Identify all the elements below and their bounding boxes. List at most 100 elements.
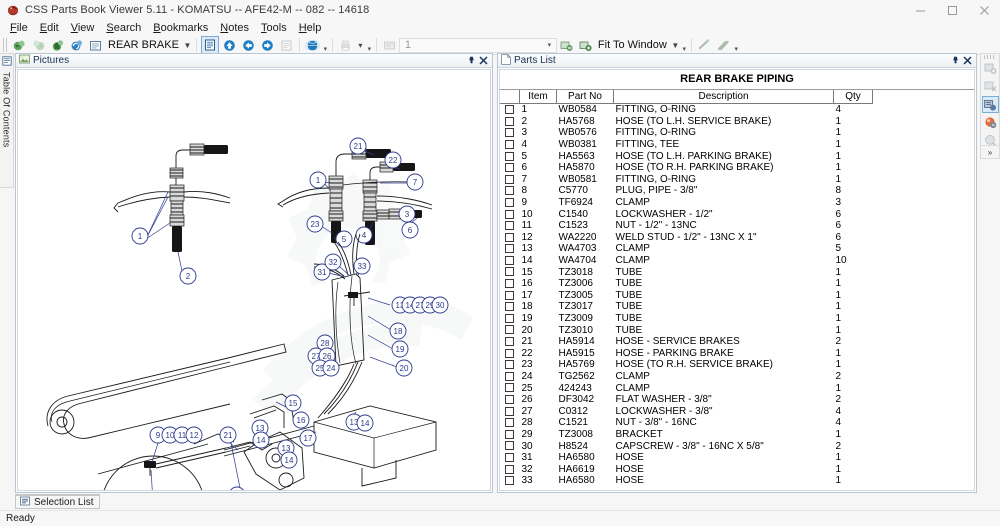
history-back-icon[interactable]: [11, 37, 28, 54]
globe-icon[interactable]: [304, 37, 321, 54]
row-checkbox[interactable]: [500, 394, 520, 406]
right-rail-grip[interactable]: [984, 55, 996, 59]
column-header-checkbox[interactable]: [500, 90, 520, 104]
row-checkbox[interactable]: [500, 429, 520, 441]
row-checkbox[interactable]: [500, 116, 520, 128]
tab-selection-list[interactable]: Selection List: [15, 494, 101, 509]
checkbox-icon[interactable]: [505, 186, 515, 196]
row-checkbox[interactable]: [500, 208, 520, 220]
home-book-icon[interactable]: [49, 37, 66, 54]
checkbox-icon[interactable]: [505, 371, 515, 381]
row-checkbox[interactable]: [500, 139, 520, 151]
row-checkbox[interactable]: [500, 232, 520, 244]
checkbox-icon[interactable]: [505, 348, 515, 358]
menu-bookmarks[interactable]: Bookmarks: [147, 21, 214, 36]
page-combo-chevron-down-icon[interactable]: ▾: [547, 42, 552, 49]
row-checkbox[interactable]: [500, 104, 520, 116]
column-header-qty[interactable]: Qty: [833, 90, 873, 104]
row-checkbox[interactable]: [500, 313, 520, 325]
row-checkbox[interactable]: [500, 336, 520, 348]
checkbox-icon[interactable]: [505, 163, 515, 173]
checkbox-icon[interactable]: [505, 476, 515, 486]
checkbox-icon[interactable]: [505, 116, 515, 126]
checkbox-icon[interactable]: [505, 139, 515, 149]
goto-page-icon[interactable]: [381, 37, 398, 54]
checkbox-icon[interactable]: [505, 279, 515, 289]
toolbar-overflow-3[interactable]: ▾: [682, 46, 687, 53]
checkbox-icon[interactable]: [505, 151, 515, 161]
checkbox-icon[interactable]: [505, 325, 515, 335]
add-to-selection-icon[interactable]: [982, 60, 999, 77]
book-page-icon[interactable]: [87, 37, 104, 54]
maximize-button[interactable]: [936, 0, 968, 20]
hotspot-highlight-icon[interactable]: [982, 114, 999, 131]
row-checkbox[interactable]: [500, 243, 520, 255]
menu-tools[interactable]: Tools: [255, 21, 293, 36]
row-checkbox[interactable]: [500, 290, 520, 302]
row-checkbox[interactable]: [500, 371, 520, 383]
checkbox-icon[interactable]: [505, 337, 515, 347]
checkbox-icon[interactable]: [505, 406, 515, 416]
row-checkbox[interactable]: [500, 197, 520, 209]
toggle-parts-list-icon[interactable]: [200, 36, 219, 54]
refresh-book-icon[interactable]: [68, 37, 85, 54]
row-checkbox[interactable]: [500, 162, 520, 174]
nav-up-icon[interactable]: [221, 37, 238, 54]
checkbox-icon[interactable]: [505, 197, 515, 207]
checkbox-icon[interactable]: [505, 232, 515, 242]
checkbox-icon[interactable]: [505, 429, 515, 439]
close-button[interactable]: [968, 0, 1000, 20]
sidebar-item-table-of-contents[interactable]: Table Of Contents: [0, 53, 14, 188]
row-checkbox[interactable]: [500, 278, 520, 290]
print-icon[interactable]: [337, 37, 354, 54]
row-checkbox[interactable]: [500, 127, 520, 139]
toolbar-overflow-2[interactable]: ▾: [367, 46, 372, 53]
remove-from-selection-icon[interactable]: [982, 78, 999, 95]
checkbox-icon[interactable]: [505, 105, 515, 115]
checkbox-icon[interactable]: [505, 174, 515, 184]
toolbar-overflow-1[interactable]: ▾: [323, 46, 328, 53]
right-rail-overflow[interactable]: »: [980, 145, 1000, 159]
page-index-icon[interactable]: [278, 37, 295, 54]
checkbox-icon[interactable]: [505, 221, 515, 231]
row-checkbox[interactable]: [500, 347, 520, 359]
measure-icon[interactable]: [696, 37, 713, 54]
zoom-out-icon[interactable]: [558, 37, 575, 54]
row-checkbox[interactable]: [500, 452, 520, 464]
row-checkbox[interactable]: [500, 440, 520, 452]
checkbox-icon[interactable]: [505, 313, 515, 323]
checkbox-icon[interactable]: [505, 255, 515, 265]
menu-file[interactable]: File: [4, 21, 34, 36]
row-checkbox[interactable]: [500, 150, 520, 162]
toolbar-overflow-4[interactable]: ▾: [734, 46, 739, 53]
minimize-button[interactable]: [904, 0, 936, 20]
menu-edit[interactable]: Edit: [34, 21, 65, 36]
nav-previous-icon[interactable]: [240, 37, 257, 54]
menu-notes[interactable]: Notes: [214, 21, 255, 36]
checkbox-icon[interactable]: [505, 209, 515, 219]
